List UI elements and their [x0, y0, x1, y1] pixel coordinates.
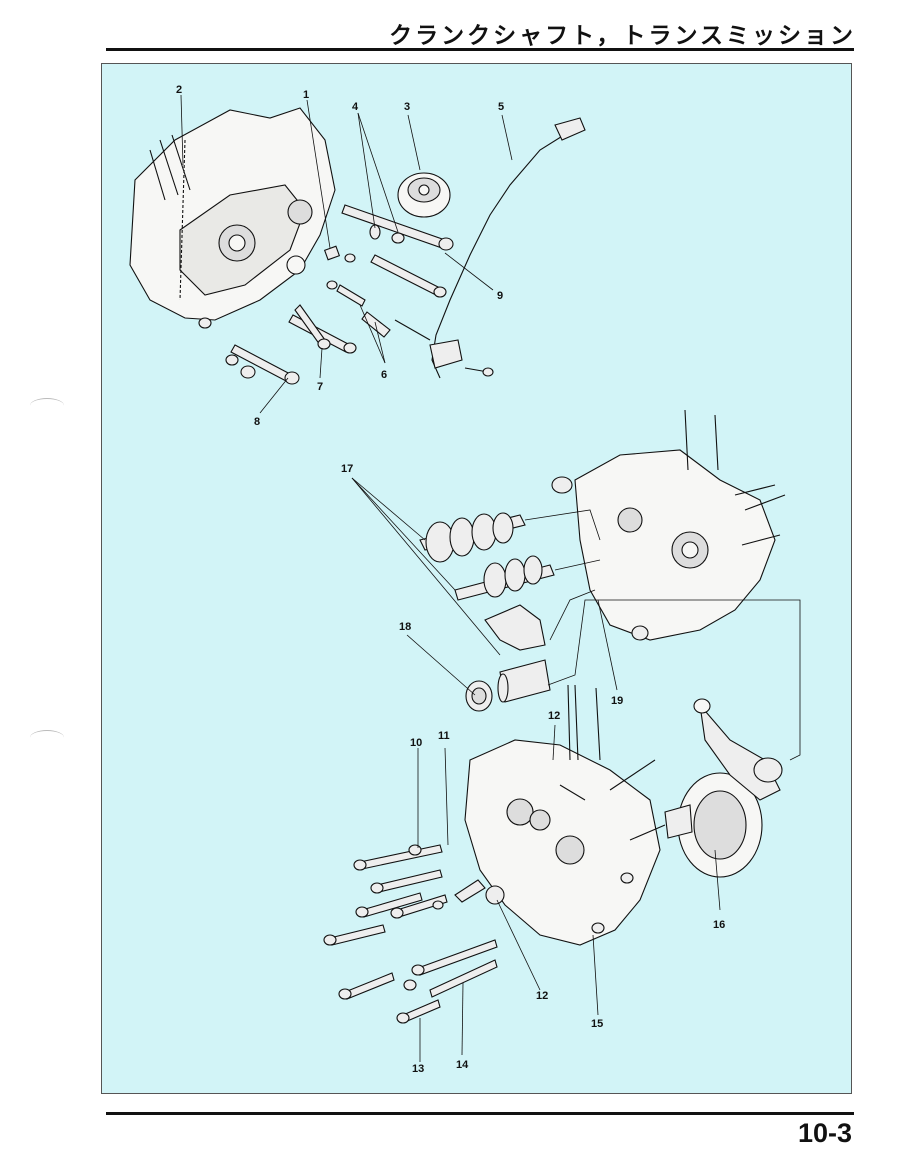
callout-19: 19 — [611, 695, 623, 707]
page-number: 10-3 — [797, 1118, 852, 1148]
lower-bolts — [323, 844, 505, 1024]
callout-16: 16 — [713, 919, 725, 931]
callout-3: 3 — [404, 101, 410, 113]
upper-bolts — [230, 204, 454, 385]
callout-7: 7 — [317, 381, 323, 393]
neutral-switch-wire — [394, 117, 586, 379]
upper-engine-case — [129, 107, 336, 321]
callout-6: 6 — [381, 369, 387, 381]
binder-hole-bottom — [30, 730, 64, 745]
footer-rule — [106, 1112, 854, 1115]
callout-12-lower: 12 — [536, 990, 548, 1002]
callout-18: 18 — [399, 621, 411, 633]
callout-4: 4 — [352, 101, 359, 113]
leader-lines — [180, 94, 721, 1062]
callout-2: 2 — [176, 84, 182, 96]
callout-11: 11 — [438, 730, 450, 742]
callout-12-upper: 12 — [548, 710, 560, 722]
callout-5: 5 — [498, 101, 504, 113]
lower-crankcase — [464, 684, 666, 946]
transmission-gears — [419, 512, 555, 601]
oil-filter — [397, 172, 451, 218]
callout-17: 17 — [341, 463, 353, 475]
shift-forks-drum — [465, 604, 551, 712]
callout-10: 10 — [410, 737, 422, 749]
page-title: クランクシャフト，トランスミッション — [389, 23, 856, 49]
crankshaft — [664, 698, 783, 878]
callout-14: 14 — [456, 1059, 469, 1071]
callout-8: 8 — [254, 416, 260, 428]
callout-9: 9 — [497, 290, 503, 302]
callout-labels: 1 2 3 4 5 6 7 8 9 10 11 12 12 13 14 15 1… — [176, 84, 725, 1075]
callout-13: 13 — [412, 1063, 424, 1075]
upper-crankcase — [551, 409, 786, 641]
header-rule — [106, 48, 854, 51]
callout-1: 1 — [303, 89, 309, 101]
callout-15: 15 — [591, 1018, 603, 1030]
binder-hole-top — [30, 398, 64, 413]
shift-guide-lines — [524, 509, 801, 761]
